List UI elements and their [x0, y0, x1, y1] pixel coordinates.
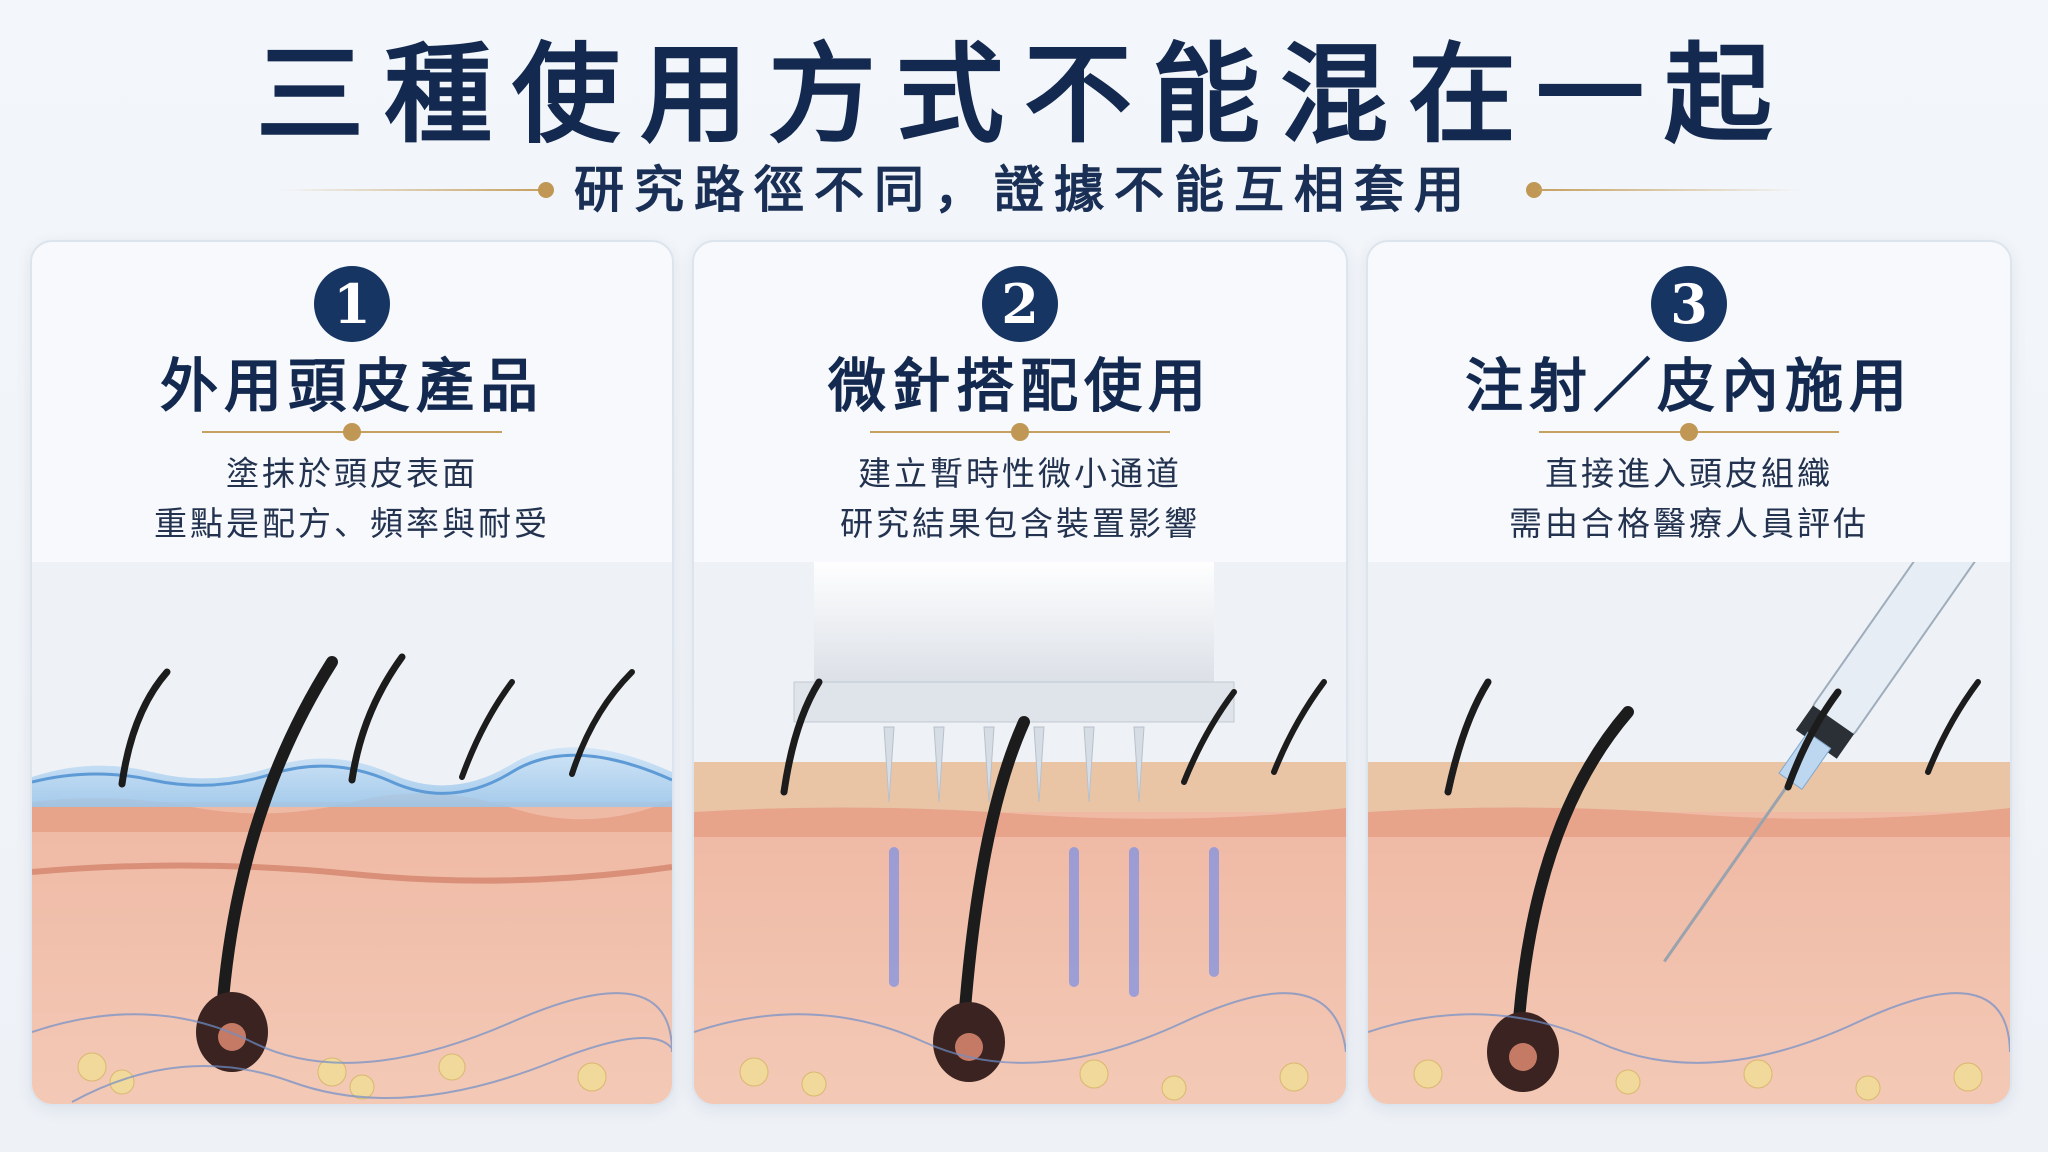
microneedle-skin-illustration [694, 562, 1346, 1104]
card-description-line: 建立暫時性微小通道 [858, 454, 1182, 493]
decorative-dot-left [538, 182, 554, 198]
injection-skin-illustration [1368, 562, 2010, 1104]
topical-skin-illustration [32, 562, 672, 1104]
card-description-line: 塗抹於頭皮表面 [226, 454, 478, 493]
card-divider-dot [1011, 423, 1029, 441]
card-divider-dot [343, 423, 361, 441]
card-title: 微針搭配使用 [827, 352, 1212, 420]
card-title: 外用頭皮產品 [159, 352, 544, 420]
card-description-line: 研究結果包含裝置影響 [840, 504, 1200, 543]
header: 三種使用方式不能混在一起 研究路徑不同，證據不能互相套用 [0, 0, 2048, 240]
number-badge: 3 [1651, 266, 1727, 342]
card-topical: 1 外用頭皮產品 塗抹於頭皮表面 重點是配方、頻率與耐受 [30, 240, 674, 1106]
card-microneedle: 2 微針搭配使用 建立暫時性微小通道 研究結果包含裝置影響 [692, 240, 1348, 1106]
card-description-line: 需由合格醫療人員評估 [1509, 504, 1869, 543]
card-title: 注射／皮內施用 [1464, 352, 1913, 420]
decorative-line-left [280, 189, 542, 191]
decorative-dot-right [1526, 182, 1542, 198]
number-badge: 2 [982, 266, 1058, 342]
page-title: 三種使用方式不能混在一起 [255, 32, 1792, 158]
card-injection: 3 注射／皮內施用 直接進入頭皮組織 需由合格醫療人員評估 [1366, 240, 2012, 1106]
decorative-line-right [1538, 189, 1800, 191]
subtitle-row: 研究路徑不同，證據不能互相套用 [0, 158, 2048, 222]
number-badge: 1 [314, 266, 390, 342]
page-subtitle: 研究路徑不同，證據不能互相套用 [574, 160, 1474, 219]
card-description-line: 重點是配方、頻率與耐受 [154, 504, 550, 543]
card-divider-dot [1680, 423, 1698, 441]
card-description-line: 直接進入頭皮組織 [1545, 454, 1833, 493]
